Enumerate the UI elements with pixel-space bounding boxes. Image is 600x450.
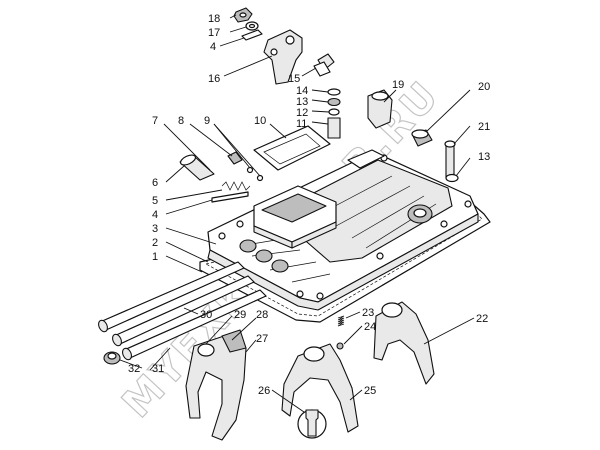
callout-16: 16 [208, 73, 220, 85]
bolt-part-21 [444, 140, 456, 179]
bolt-part-15 [313, 53, 335, 77]
callout-8: 8 [178, 115, 184, 127]
lock-screw-part-26 [297, 409, 327, 439]
shift-rails [98, 261, 267, 361]
pin-part-9 [246, 166, 264, 182]
gearbox-cover [207, 149, 479, 311]
shift-fork-part-27 [185, 329, 247, 441]
callout-29: 29 [234, 309, 246, 321]
shifter-housing-part-16 [263, 29, 303, 85]
callout-17: 17 [208, 27, 220, 39]
callout-13-right: 13 [478, 151, 490, 163]
callout-32: 32 [128, 363, 140, 375]
spring-part-23 [337, 315, 345, 327]
callout-31: 31 [152, 363, 164, 375]
callout-3: 3 [152, 223, 158, 235]
callout-23: 23 [362, 307, 374, 319]
nut-part-18 [233, 7, 253, 23]
callout-18: 18 [208, 13, 220, 25]
gasket-part-10 [253, 125, 331, 171]
callout-14: 14 [296, 85, 308, 97]
cap-part-20 [411, 129, 433, 147]
callout-2: 2 [152, 237, 158, 249]
callout-25: 25 [364, 385, 376, 397]
callout-12: 12 [296, 107, 308, 119]
shift-fork-part-25 [281, 343, 359, 433]
callout-15: 15 [288, 73, 300, 85]
callout-20: 20 [478, 81, 490, 93]
callout-27: 27 [256, 333, 268, 345]
rod-part-4 [211, 191, 249, 203]
ball-part-24 [336, 342, 344, 350]
callout-4-top: 4 [210, 41, 216, 53]
callout-19: 19 [392, 79, 404, 91]
callout-labels: 18 17 4 16 15 14 13 12 11 19 20 21 13 7 … [128, 13, 490, 397]
plug-part-32 [103, 351, 121, 365]
callout-28: 28 [256, 309, 268, 321]
fastener-stack [327, 88, 341, 139]
leader-lines [119, 14, 475, 413]
callout-6: 6 [152, 177, 158, 189]
spring-part-5 [221, 181, 251, 191]
callout-13-top: 13 [296, 96, 308, 108]
callout-1: 1 [152, 251, 158, 263]
callout-4-left: 4 [152, 209, 158, 221]
sleeve-part-6 [179, 154, 215, 181]
fitting-part-8 [227, 151, 243, 165]
callout-10: 10 [254, 115, 266, 127]
callout-7: 7 [152, 115, 158, 127]
callout-5: 5 [152, 195, 158, 207]
callout-24: 24 [364, 321, 376, 333]
washer-part-17 [245, 21, 259, 31]
callout-30: 30 [200, 309, 212, 321]
screw-part-4-top [241, 29, 263, 41]
plug-part-19 [367, 89, 393, 129]
callout-11: 11 [296, 118, 307, 130]
callout-26: 26 [258, 385, 270, 397]
callout-21: 21 [478, 121, 490, 133]
callout-22: 22 [476, 313, 488, 325]
shift-fork-part-22 [373, 301, 435, 385]
washer-part-13-right [445, 173, 459, 183]
callout-9: 9 [204, 115, 210, 127]
